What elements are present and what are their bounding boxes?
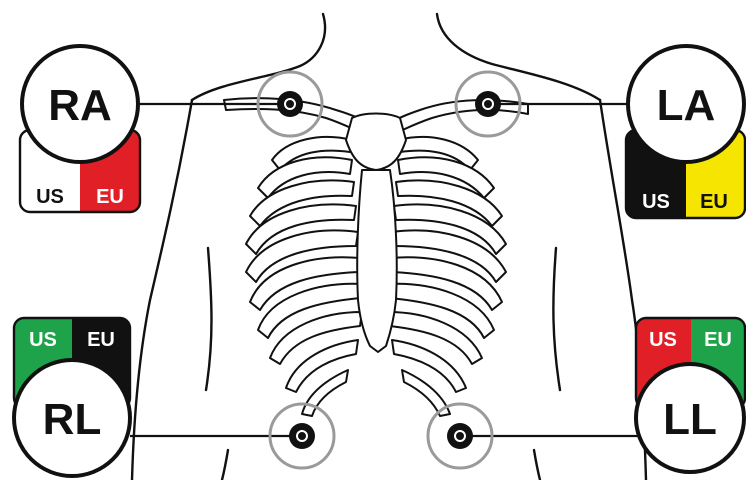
ll-label-text: LL [663,395,717,444]
right-waist-line [534,450,540,480]
electrode-la-pad [475,91,501,117]
ra-us-text: US [36,186,64,208]
rl-us-text: US [29,329,57,351]
ll-us-text: US [649,329,677,351]
ll-eu-text: EU [704,329,732,351]
sternum-body [357,170,397,352]
rl-label-text: RL [43,395,102,444]
rib-left-10 [302,370,348,416]
ra-label-text: RA [48,81,112,130]
left-arm-inner [206,248,212,390]
la-label-text: LA [657,81,716,130]
rib-right-9 [392,340,466,392]
right-arm-inner [553,248,560,390]
la-us-text: US [642,191,670,213]
electrode-rl-pad [289,423,315,449]
manubrium [346,114,406,171]
ll-label-badge: US EU LL [636,318,746,472]
rl-eu-text: EU [87,329,115,351]
electrode-ll-pad [447,423,473,449]
left-waist-line [222,450,228,480]
ra-label-badge: US EU RA [20,46,140,212]
la-label-badge: US EU LA [626,46,746,218]
la-eu-text: EU [700,191,728,213]
neck-left-line [192,14,325,100]
electrode-ra-pad [277,91,303,117]
ra-eu-text: EU [96,186,124,208]
rl-label-badge: US EU RL [14,318,130,476]
